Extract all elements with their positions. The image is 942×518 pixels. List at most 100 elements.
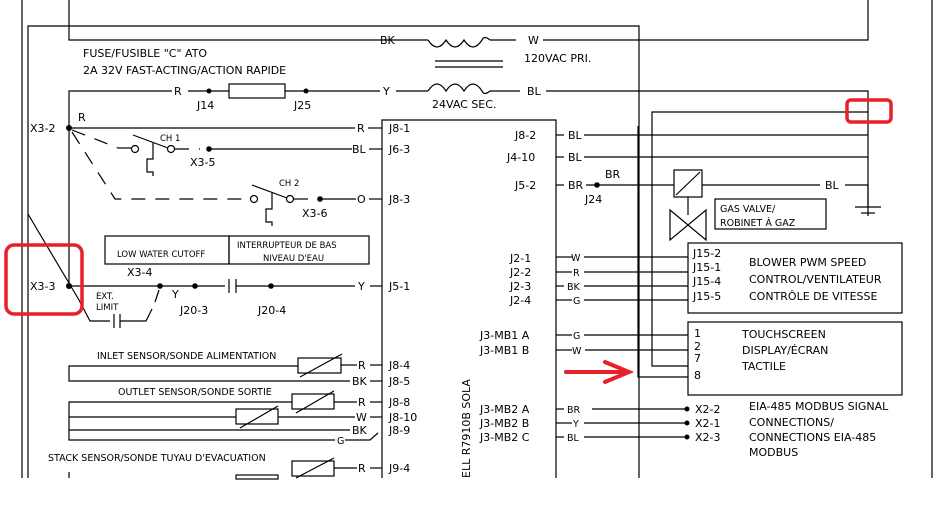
terminal-dot [684,420,690,426]
junction-dot [206,88,212,94]
y-label: Y [171,288,179,301]
wire-w-primary [543,0,869,41]
x3-2-label: X3-2 [30,122,56,135]
x3-4-label: X3-4 [127,266,153,279]
blower-pin: J15-2 [692,247,721,260]
pin-label: J2-3 [509,280,531,293]
ext-limit-label-1: EXT. [96,292,114,302]
red-arrow-annotation [564,360,635,384]
valve-icon [669,208,707,242]
highlight-box-x3-3 [4,243,84,316]
blower-wires: J2-1 W J2-2 R J2-3 BK J2-4 G [509,252,688,307]
low-water-fr-label-1: INTERRUPTEUR DE BAS [237,241,337,251]
wire-ts-pin8 [637,126,688,378]
x3-6-label: X3-6 [302,207,328,220]
junction-dot [268,283,274,289]
wire-ts-pin7 [651,111,868,367]
wire-label-w: W [528,34,539,47]
wire-label: W [572,346,582,357]
x3-2-wire-label: R [78,111,86,124]
pin-label: J3-MB2 A [479,403,530,416]
modbus-label-2: CONNECTIONS/ [749,416,834,429]
wire-label: G [573,296,580,307]
transformer-icon [427,36,503,95]
j25-label: J25 [293,99,311,112]
low-water-label: LOW WATER CUTOFF [117,250,205,260]
pin-label: J8-4 [388,359,410,372]
controller-left-edge [381,119,470,478]
gas-valve-label-1: GAS VALVE/ [720,204,776,215]
thermal-icon [265,193,273,226]
junction-dot [192,283,198,289]
wire-label: Y [572,419,579,430]
stack-sensor-label: STACK SENSOR/SONDE TUYAU D'EVACUATION [48,453,266,464]
inlet-sensor-icon [297,357,342,374]
pin-label: J2-1 [509,252,531,265]
touchscreen-box [687,321,903,396]
touchscreen-pin: 1 [694,327,701,340]
fuse-label-2: 2A 32V FAST-ACTING/ACTION RAPIDE [83,64,286,77]
ground-icon [855,185,881,214]
low-water-fr-label-2: NIVEAU D'EAU [263,254,324,264]
wire-label: BR [568,179,584,192]
modbus-label-4: MODBUS [749,446,798,459]
j20-4-label: J20-4 [257,304,286,317]
pin-label: J8-3 [388,193,410,206]
junction-j24 [594,182,600,188]
blower-box [687,242,903,314]
modbus-label-3: CONNECTIONS EIA-485 [749,431,876,444]
controller-label: ELL R7910B SOLA [460,379,473,478]
pin-label: J4-10 [506,151,535,164]
blower-label-2: CONTROL/VENTILATEUR [749,273,882,286]
gas-valve-label-2: ROBINET À GAZ [720,217,796,229]
thermal-icon [146,143,154,176]
terminal-dot [684,434,690,440]
wire-label: W [356,411,367,424]
pin-label: J3-MB2 C [479,431,530,444]
wire-label-g: G [337,436,344,447]
wire-label: BL [352,143,367,156]
highlight-box-top-right [845,98,893,124]
wire-label: BL [568,129,583,142]
switch-blade-icon [132,134,169,149]
touchscreen-label-2: DISPLAY/ÉCRAN [742,344,828,357]
x3-5-label: X3-5 [190,156,216,169]
terminal-dot [684,406,690,412]
ext-limit-label-2: LIMIT [96,303,119,313]
outlet-sensor-icon-2 [235,408,279,425]
j20-3-label: J20-3 [179,304,208,317]
pin-label: J8-2 [514,129,536,142]
controller-power-frame [27,25,640,478]
switch-blade-icon [251,184,288,199]
modbus-label-1: EIA-485 MODBUS SIGNAL [749,400,889,413]
modbus-terminal: X2-3 [695,431,721,444]
contact-icon [130,144,140,154]
wire-label-y: Y [382,85,390,98]
wire-label-bl: BL [527,85,542,98]
wire-label: R [357,122,365,135]
blower-pin: J15-4 [692,275,721,288]
touchscreen-pin: 8 [694,369,701,382]
outlet-sensor-label: OUTLET SENSOR/SONDE SORTIE [118,387,272,398]
modbus-terminal: X2-2 [695,403,721,416]
wire-label: G [573,331,580,342]
pin-label: J8-8 [388,396,410,409]
wire-label: Y [357,280,365,293]
blower-label-1: BLOWER PWM SPEED [749,256,866,269]
pin-label: J6-3 [388,143,410,156]
j14-label: J14 [196,99,214,112]
fuse-label-1: FUSE/FUSIBLE "C" ATO [83,47,207,60]
ch1-label: CH 1 [160,134,180,144]
wire-label-r: R [174,85,182,98]
wire-label: R [573,268,580,279]
x3-3-label: X3-3 [30,280,56,293]
pin-label: J2-4 [509,294,531,307]
wire-label: BL [568,151,583,164]
wire-label: BK [567,282,581,293]
j24-label: J24 [584,193,602,206]
wire-label: BK [352,375,368,388]
pin-label: J9-4 [388,462,410,475]
controller-right-edge [470,119,557,478]
wire-label: R [358,396,366,409]
wire-label: BL [567,433,580,444]
